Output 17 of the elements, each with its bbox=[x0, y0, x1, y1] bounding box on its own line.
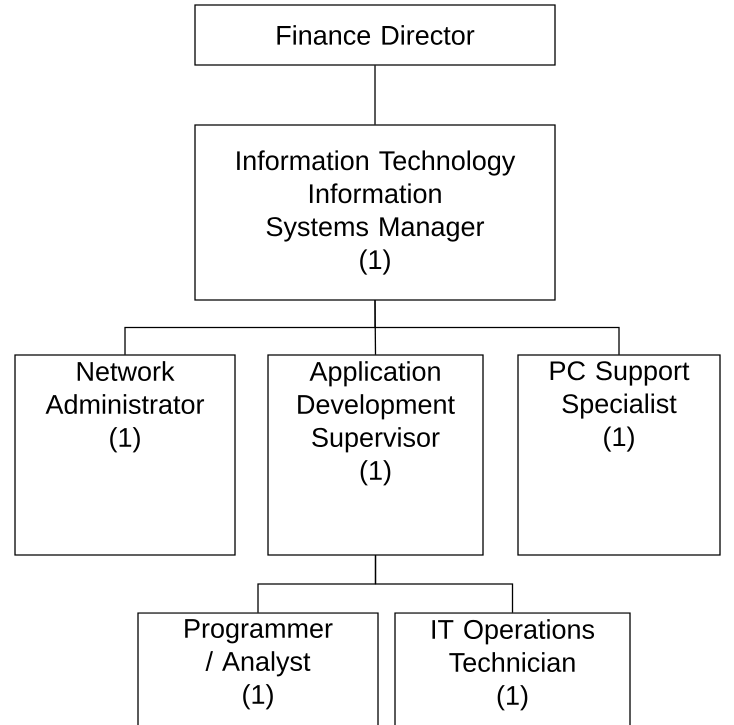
org-box bbox=[267, 354, 484, 556]
box-text: Network Administrator (1) bbox=[46, 361, 204, 452]
box-text: PC Support Specialist (1) bbox=[550, 361, 690, 452]
box-text: Information Technology Information Systems Manager (1) bbox=[237, 150, 516, 275]
org-box bbox=[14, 354, 236, 556]
box-text: IT Operations Technician (1) bbox=[432, 619, 594, 710]
box-text: Finance Director bbox=[277, 25, 474, 45]
org-box bbox=[394, 612, 631, 725]
connector-line bbox=[374, 66, 376, 124]
org-box bbox=[194, 124, 556, 301]
box-text: Application Development Supervisor (1) bbox=[298, 361, 455, 486]
org-box bbox=[194, 4, 556, 66]
org-box bbox=[517, 354, 721, 556]
connector-line bbox=[374, 556, 514, 612]
box-text: Programmer / Analyst (1) bbox=[185, 619, 333, 710]
connector-line bbox=[374, 300, 620, 354]
org-box bbox=[137, 612, 379, 725]
